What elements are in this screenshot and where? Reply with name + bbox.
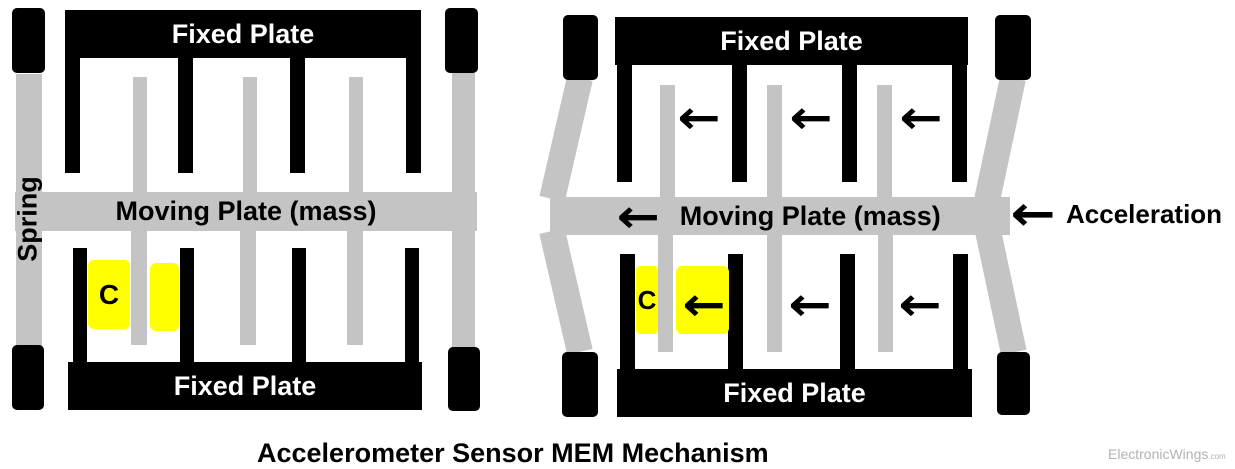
fixed-plate-finger [617,58,632,182]
left-arrow-icon: ← [677,90,721,144]
acceleration-label: Acceleration [1066,199,1223,229]
spring-bar-bottom-left [539,228,593,355]
spring-bar-top-right [974,75,1026,202]
moving-plate-finger [767,233,782,352]
moving-plate-finger [877,85,892,199]
fixed-plate-finger [728,254,743,374]
left-arrow-icon: ← [616,189,661,243]
moving-plate-label: Moving Plate (mass) [115,196,377,226]
diagram-title: Accelerometer Sensor MEM Mechanism [257,438,769,468]
left-arrow-icon: ← [1010,186,1056,242]
moving-plate-finger [133,77,147,193]
fixed-plate-finger [290,50,305,173]
moving-plate: ← Moving Plate (mass) [550,193,1010,239]
fixed-plate-finger [953,254,968,374]
moving-plate-finger [131,230,147,345]
moving-plate-finger [347,230,363,345]
moving-plate-label: Moving Plate (mass) [679,200,941,231]
anchor-block [563,15,598,80]
spring-bar-bottom-right [975,228,1027,355]
fixed-plate-finger [732,58,747,182]
left-arrow-icon: ← [789,90,833,144]
anchor-block [12,8,45,73]
moving-plate: Moving Plate (mass) [15,192,477,231]
fixed-plate-finger [406,50,421,173]
anchor-block [995,15,1031,80]
moving-plate-finger [243,77,257,193]
anchor-block [445,8,478,73]
fixed-plate-finger [180,248,194,368]
fixed-plate-top: Fixed Plate [615,17,968,65]
anchor-block [12,345,44,410]
fixed-plate-finger [405,248,419,368]
fixed-plate-bottom: Fixed Plate [68,362,422,410]
fixed-plate-finger [73,248,87,368]
spring-bar-top-left [539,75,593,202]
fixed-plate-finger [840,254,855,374]
fixed-plate-finger [842,58,857,182]
fixed-plate-label: Fixed Plate [171,18,315,49]
left-arrow-icon: ← [898,277,942,331]
anchor-block [448,347,480,411]
moving-plate-finger [660,85,675,199]
moving-plate-finger [658,233,673,352]
fixed-plate-finger [178,50,193,173]
capacitor-gap-highlight [150,263,179,331]
moving-plate-finger [349,77,363,193]
capacitor-gap-highlight: C [636,266,658,334]
moving-plate-finger [240,230,256,345]
moving-plate-finger [878,233,893,352]
left-arrow-icon: ← [788,277,832,331]
left-arrow-icon: ← [682,277,726,331]
capacitance-label: C [98,278,120,310]
fixed-plate-finger [292,248,306,368]
fixed-plate-bottom: Fixed Plate [617,369,972,417]
capacitor-gap-highlight [676,266,729,334]
capacitance-label: C [637,285,657,315]
watermark-brand: ElectronicWings [1108,446,1209,462]
fixed-plate-label: Fixed Plate [173,370,317,401]
moving-plate-finger [767,85,782,199]
fixed-plate-finger [65,50,80,173]
watermark: ElectronicWings.com [1108,446,1226,462]
capacitor-gap-highlight: C [88,260,130,329]
left-arrow-icon: ← [899,90,943,144]
anchor-block [997,352,1030,415]
fixed-plate-finger [952,58,967,182]
watermark-tld: .com [1208,452,1226,461]
fixed-plate-finger [620,254,635,374]
fixed-plate-top: Fixed Plate [65,10,421,58]
anchor-block [562,352,598,417]
diagram-rest-state: Moving Plate (mass) Fixed Plate Fixed Pl… [0,0,500,468]
fixed-plate-label: Fixed Plate [723,377,866,408]
fixed-plate-label: Fixed Plate [720,25,863,56]
